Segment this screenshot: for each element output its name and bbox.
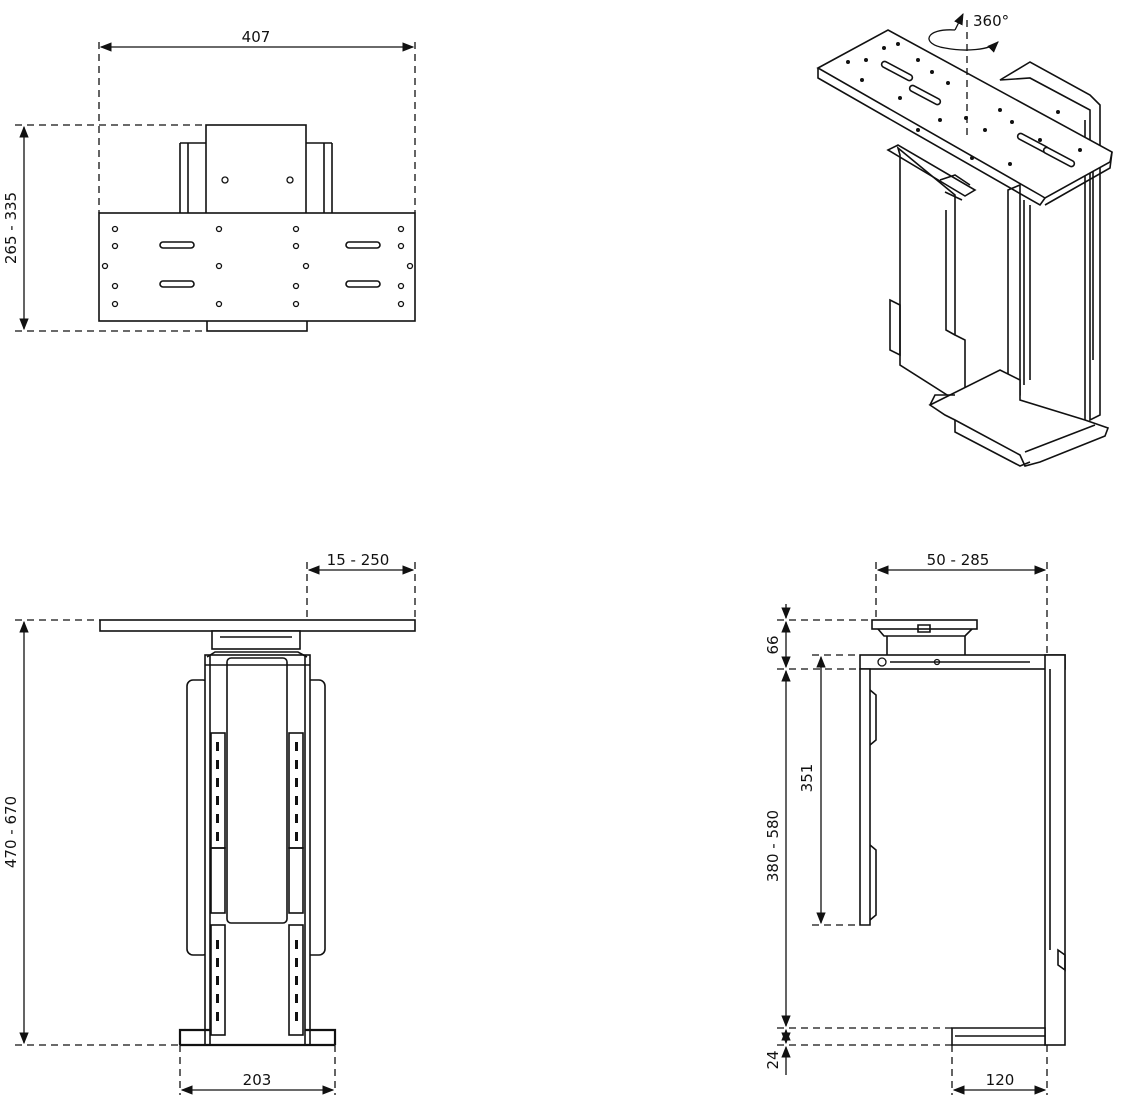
isometric-view: 360° (816, 12, 1113, 467)
dimension-label-120: 120 (986, 1071, 1015, 1089)
rotation-arrow (928, 29, 999, 53)
front-view-bracket (211, 630, 301, 650)
top-view-bracket (205, 124, 307, 216)
dimension-label-470-670: 470 - 670 (2, 796, 20, 868)
plate-slot (159, 280, 195, 288)
front-view-track-holes (216, 742, 298, 1021)
side-view-back-column (1044, 654, 1066, 1046)
side-view-front-plate (859, 668, 871, 926)
front-view-plate (99, 619, 416, 632)
rotation-label: 360° (973, 12, 1009, 30)
dimension-label-380-580: 380 - 580 (764, 810, 782, 882)
plate-slot (159, 241, 195, 249)
plate-slot (345, 241, 381, 249)
front-view-strap (226, 657, 288, 924)
plate-slot (345, 280, 381, 288)
dimension-label-203: 203 (243, 1071, 272, 1089)
iso-side-plate (896, 145, 966, 401)
front-view: 15 - 250 470 - 670 203 (2, 551, 416, 1095)
top-view-left-rail (179, 142, 206, 213)
side-view: 50 - 285 66 351 380 - 580 24 120 (764, 551, 1066, 1095)
plate-holes (101, 225, 414, 308)
top-view: 407 265 - 335 (2, 28, 416, 332)
iso-top-plate (816, 29, 1113, 199)
dimension-label-265-335: 265 - 335 (2, 192, 20, 264)
dimension-label-351: 351 (798, 764, 816, 793)
top-view-right-rail (306, 142, 333, 213)
dimension-label-24: 24 (764, 1050, 782, 1069)
dimension-label-407: 407 (242, 28, 271, 46)
iso-back-housing (999, 61, 1101, 422)
top-view-plate (98, 212, 416, 322)
dimension-label-15-250: 15 - 250 (327, 551, 390, 569)
iso-column (1007, 183, 1021, 402)
dimension-label-50-285: 50 - 285 (927, 551, 990, 569)
front-view-tracks (210, 732, 304, 1036)
dimension-label-66: 66 (764, 635, 782, 654)
iso-plate-holes (846, 42, 1082, 166)
